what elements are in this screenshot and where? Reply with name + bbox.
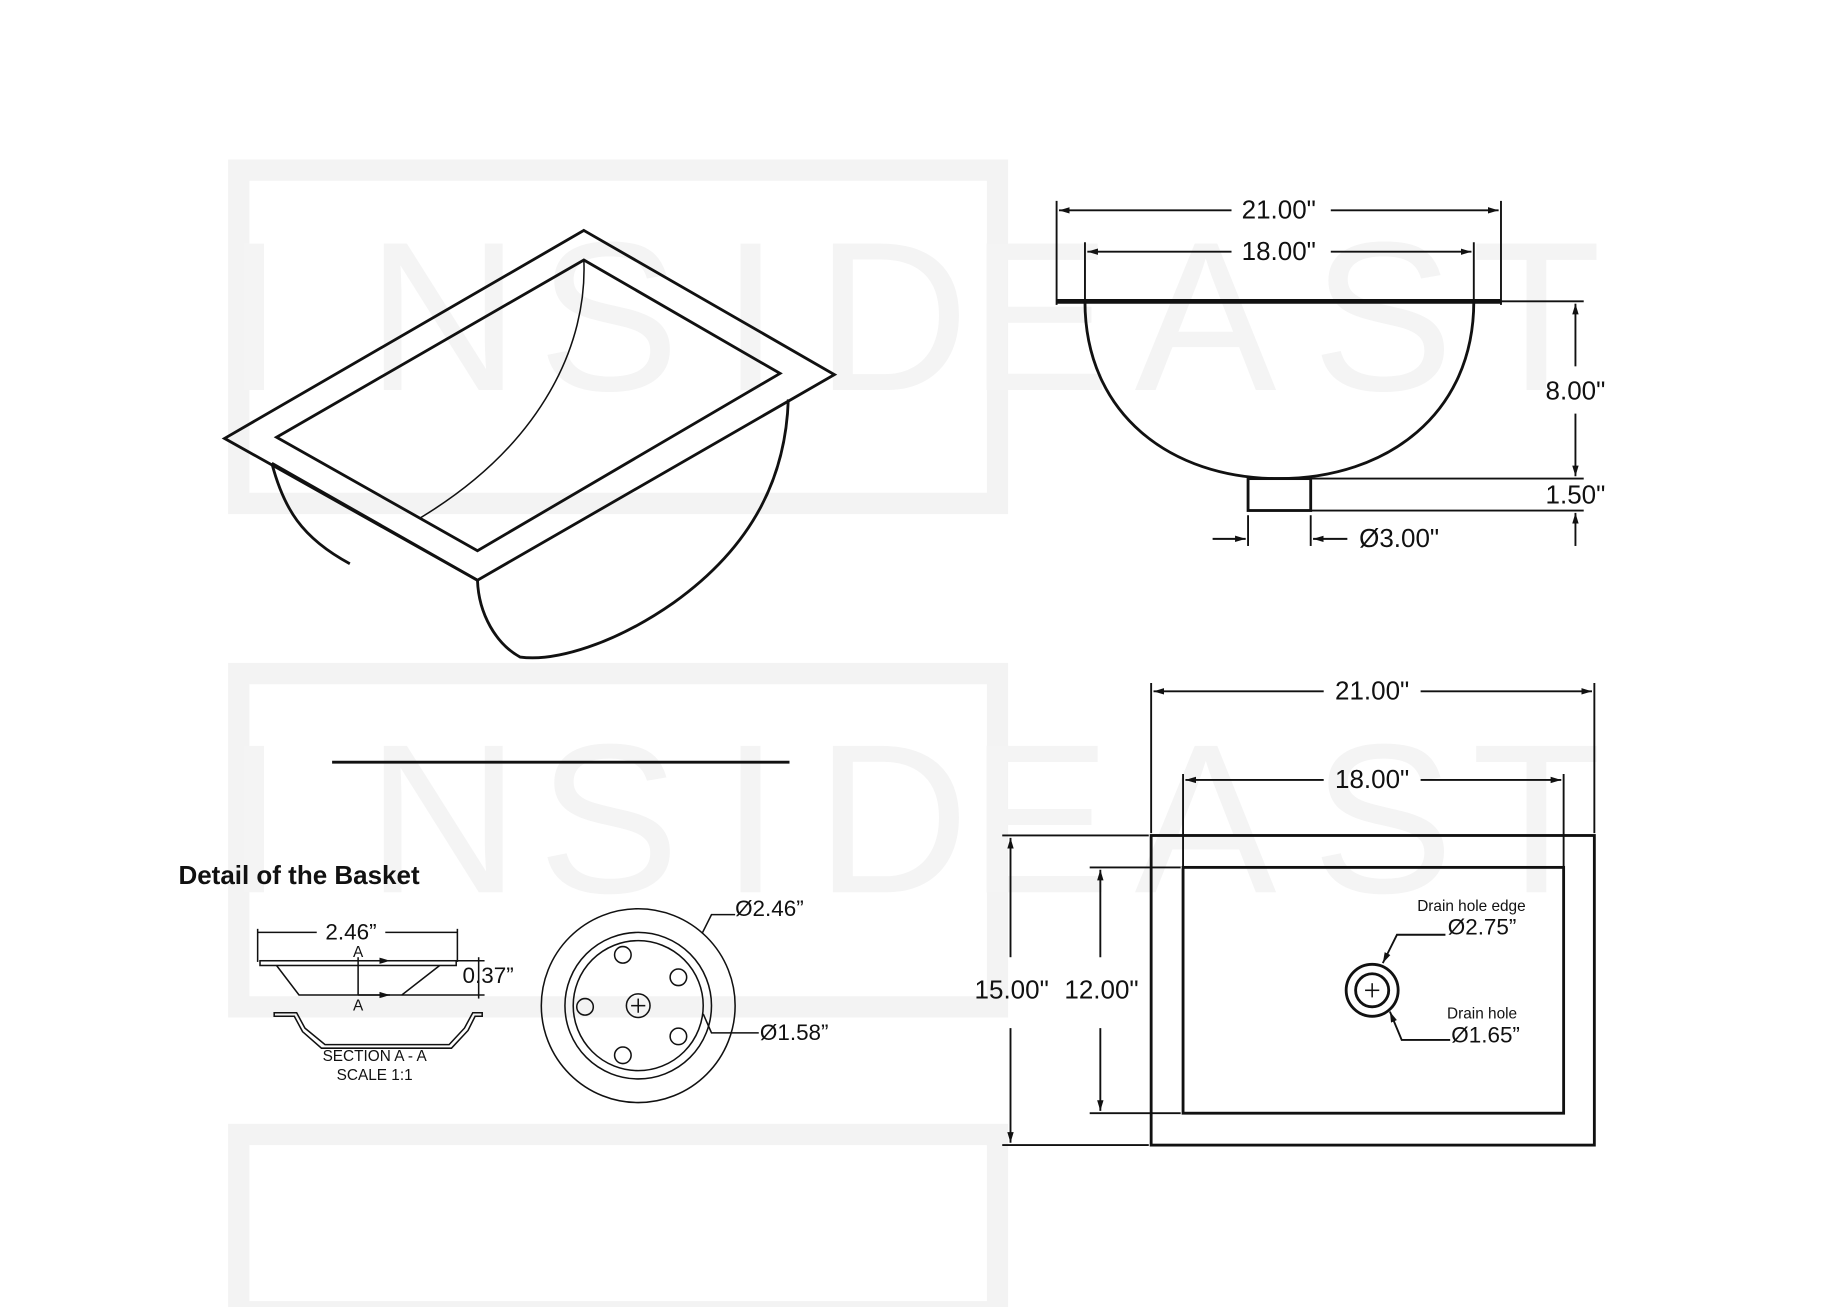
top-inner-length: 12.00": [1064, 975, 1138, 1005]
svg-text:A: A: [1135, 198, 1277, 436]
drain-hole-circle: [1354, 972, 1391, 1009]
section-label: SECTION A - A: [323, 1048, 428, 1065]
svg-text:N: N: [366, 700, 520, 938]
basket-middle-circle: [564, 931, 713, 1080]
basket-title: Detail of the Basket: [178, 860, 420, 890]
basket-center: [625, 993, 651, 1019]
top-outer-length: 15.00": [975, 975, 1049, 1005]
iso-bowl-front: [476, 399, 790, 660]
svg-text:I: I: [721, 700, 780, 938]
basket-outer-circle: [540, 907, 736, 1104]
svg-text:S: S: [1312, 700, 1454, 938]
drain-edge-circle: [1344, 962, 1400, 1018]
iso-inner-curve: [420, 259, 585, 519]
section-marker-bottom: A: [353, 997, 364, 1014]
basket-hole: [669, 1027, 688, 1046]
watermark-text-row-2: I N S I D E A S T: [225, 700, 1602, 938]
svg-text:T: T: [1471, 198, 1601, 436]
leader-drain-hole: [1389, 1011, 1451, 1041]
basket-hole: [613, 945, 632, 964]
basket-hole: [575, 997, 595, 1016]
basket-height: 0.37”: [463, 963, 514, 988]
watermark-frame-top: [228, 159, 1009, 515]
top-view: 21.00" 18.00" 15.00" 12.00" Drain hole e…: [975, 676, 1596, 1147]
watermark-frame-bottom: [228, 1123, 1009, 1307]
basket-body: [275, 964, 441, 996]
side-drain-diameter: Ø3.00": [1359, 523, 1439, 553]
top-outer-width: 21.00": [1335, 676, 1409, 706]
drain-edge-value: Ø2.75”: [1448, 915, 1517, 940]
side-drain-height: 1.50": [1546, 479, 1606, 509]
iso-bowl-edge: [271, 462, 479, 582]
basket-profile: 2.46” A A 0.37” SECTION A - A SCALE 1:1: [256, 919, 514, 1084]
leader-outer-diameter: [701, 913, 736, 934]
drain-edge-label: Drain hole edge: [1417, 898, 1525, 915]
side-view: 21.00" 18.00" 8.00" 1.50" Ø3.00": [1055, 195, 1606, 553]
svg-text:I: I: [225, 700, 284, 938]
side-drain: [1246, 477, 1313, 512]
watermark-text-row-1: I N S I D E A S T: [225, 198, 1602, 436]
basket-inner-diameter: Ø1.58”: [760, 1020, 829, 1045]
svg-text:S: S: [538, 700, 680, 938]
watermark-frame-middle: [228, 662, 1009, 1018]
side-bowl-depth: 8.00": [1546, 375, 1606, 405]
svg-text:E: E: [969, 700, 1111, 938]
top-inner-width: 18.00": [1335, 764, 1409, 794]
svg-text:S: S: [538, 198, 680, 436]
section-marker-top: A: [353, 944, 364, 961]
side-inner-width: 18.00": [1242, 236, 1316, 266]
svg-text:I: I: [225, 198, 284, 436]
svg-text:D: D: [815, 198, 969, 436]
basket-width: 2.46”: [325, 919, 376, 944]
iso-bowl-left: [270, 462, 351, 565]
top-outer-rim: [1149, 834, 1596, 1147]
svg-text:I: I: [721, 198, 780, 436]
basket-inner-circle: [572, 939, 704, 1072]
basket-hole: [669, 968, 688, 987]
basket-detail: Detail of the Basket 2.46” A A 0.37” SEC…: [178, 760, 829, 1104]
basket-section-profile: [273, 1011, 483, 1049]
svg-text:T: T: [1471, 700, 1601, 938]
iso-inner-rim: [273, 258, 783, 553]
svg-text:S: S: [1312, 198, 1454, 436]
svg-text:N: N: [366, 198, 520, 436]
leader-inner-diameter: [702, 1013, 759, 1034]
top-inner-basin: [1181, 865, 1566, 1115]
basket-plan: Ø2.46” Ø1.58”: [540, 896, 829, 1104]
basket-outer-diameter: Ø2.46”: [735, 896, 804, 921]
svg-text:A: A: [1135, 700, 1277, 938]
drain-hole-value: Ø1.65”: [1451, 1022, 1520, 1047]
svg-text:E: E: [969, 198, 1111, 436]
side-outer-width: 21.00": [1242, 195, 1316, 225]
isometric-view: [221, 228, 838, 660]
basket-hole: [613, 1046, 632, 1065]
drain-hole-label: Drain hole: [1447, 1006, 1517, 1023]
svg-text:D: D: [815, 700, 969, 938]
watermark: I N S I D E A S T I N S I D E A S T: [225, 159, 1602, 1307]
leader-drain-edge: [1381, 933, 1446, 964]
scale-label: SCALE 1:1: [337, 1067, 413, 1084]
